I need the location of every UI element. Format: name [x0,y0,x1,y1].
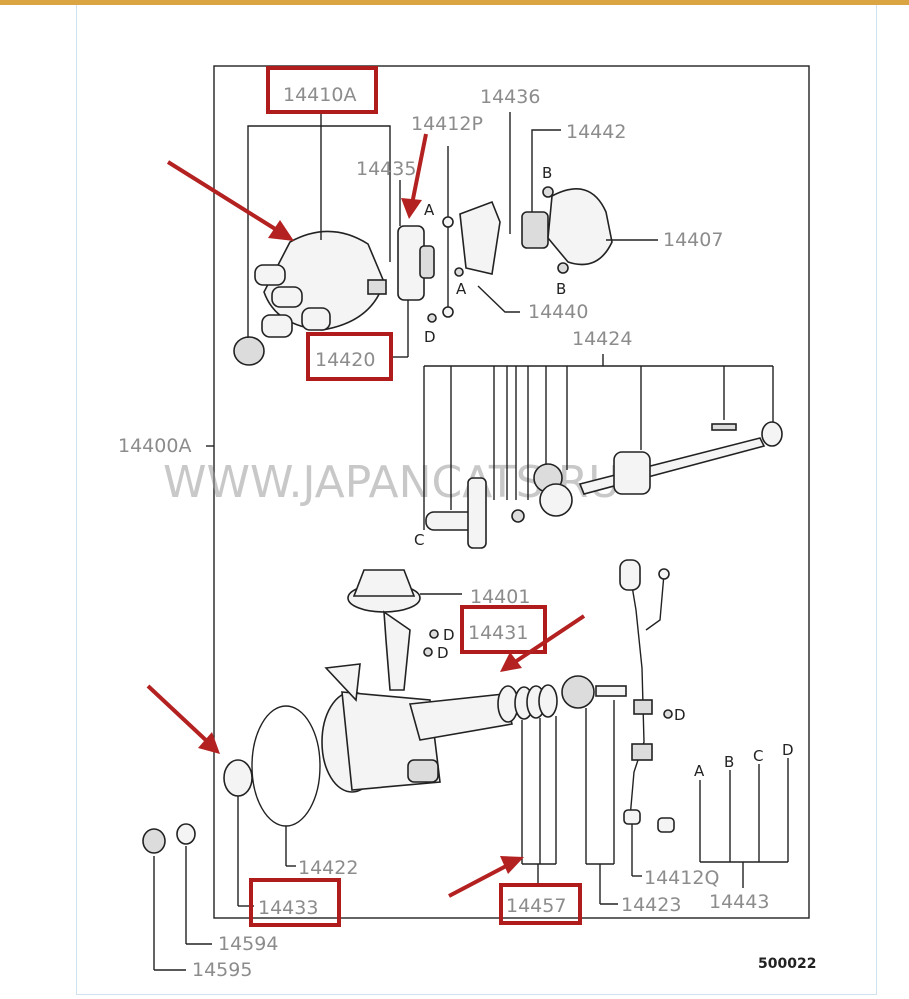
lead-wire-drawing [442,146,454,318]
breaker-plate-drawing [547,188,613,266]
diagram-frame [213,65,810,919]
ref-letter-c-legend: C [753,747,763,765]
ref-letter-b-legend: B [724,753,734,771]
arrow-to-14457 [448,856,524,898]
label-14412Q: 14412Q [644,867,719,889]
label-14433: 14433 [258,897,318,919]
governor-shaft-drawing [425,421,783,549]
vacuum-advancer-drawing [347,569,421,691]
arrow-to-rotor [401,133,428,219]
ref-letter-b-upper: B [542,164,552,182]
label-14401: 14401 [470,586,530,608]
label-14424: 14424 [572,328,632,350]
label-14420: 14420 [315,349,375,371]
screw-b-lower [557,262,569,274]
figure-code: 500022 [758,956,816,972]
arrow-to-oil-seal [146,684,220,754]
top-accent-bar [0,0,909,5]
highlight-box-14410A [266,66,378,114]
highlight-box-14433 [249,878,341,927]
distributor-housing-drawing [321,663,513,793]
arrow-to-cap [166,160,294,241]
distributor-cap-drawing [254,230,387,338]
label-14431: 14431 [468,622,528,644]
ref-letter-d-lower: D [674,706,686,724]
label-14407: 14407 [663,229,723,251]
label-14412P: 14412P [411,113,483,135]
pickup-plate-drawing [459,200,501,275]
label-14436: 14436 [480,86,540,108]
rotor-drawing [397,225,435,301]
ref-letter-d-upper: D [424,328,436,346]
screw-d-upper [427,313,437,323]
screw-b-upper [542,186,554,198]
ref-letter-b-lower: B [556,280,566,298]
ref-letter-c: C [414,531,424,549]
label-14410A: 14410A [283,84,356,106]
drive-gear-drawing [561,675,627,709]
highlight-box-14420 [306,332,393,381]
igniter-module-drawing [521,211,549,249]
label-14594: 14594 [218,933,278,955]
label-14457: 14457 [506,895,566,917]
oil-seal-drawing [223,759,253,797]
washer-drawing [176,823,196,845]
label-14443: 14443 [709,891,769,913]
ref-letter-a-lower: A [456,280,467,298]
ref-letter-d-mid2: D [437,644,449,662]
gasket-drawing [251,705,321,827]
grommet-drawing [233,336,265,366]
label-14595: 14595 [192,959,252,981]
label-14422: 14422 [298,857,358,879]
label-14440: 14440 [528,301,588,323]
highlight-box-14431 [460,605,547,654]
nut-drawing [142,828,166,854]
ref-letter-d-mid1: D [443,626,455,644]
label-14423: 14423 [621,894,681,916]
label-14435: 14435 [356,158,416,180]
screw-a-drawing [454,267,464,277]
ref-letter-d-legend: D [782,741,794,759]
arrow-to-oring [500,614,586,672]
label-14400A: 14400A [118,435,191,457]
wiring-harness-drawing [619,559,675,833]
highlight-box-14457 [499,883,582,925]
ref-letter-a-legend: A [694,762,705,780]
ref-letter-a-upper: A [424,201,435,219]
label-14442: 14442 [566,121,626,143]
